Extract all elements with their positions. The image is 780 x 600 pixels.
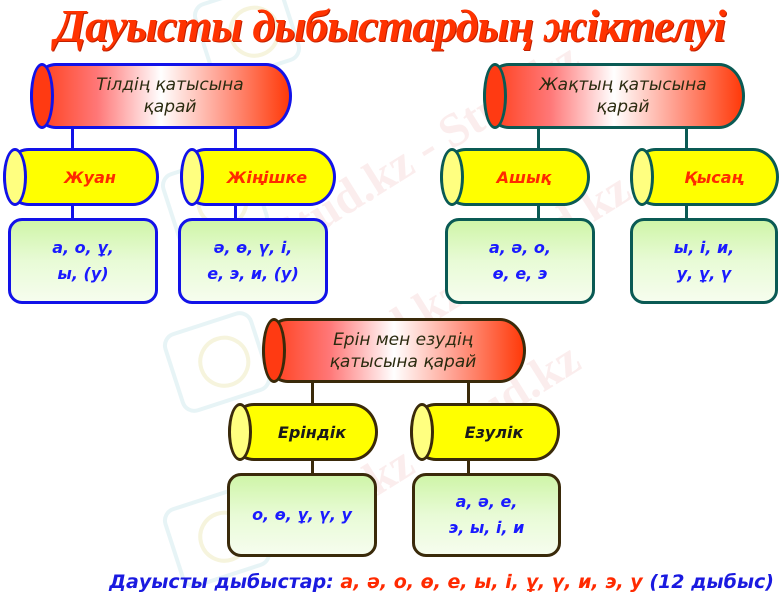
category-label-line1: Жақтың қатысына: [539, 75, 707, 95]
subcategory-label: Жіңішке: [226, 167, 308, 187]
vowels-box-back: а, о, ұ, ы, (у): [8, 218, 158, 304]
vowels-line: о, ө, ұ, ү, у: [252, 505, 352, 524]
summary-count: (12 дыбыс): [649, 571, 774, 593]
cylinder-cap: [483, 63, 507, 129]
category-tongue: Тілдің қатысына қарай: [30, 63, 292, 129]
summary-line: Дауысты дыбыстар: а, ә, о, ө, е, ы, і, ұ…: [0, 568, 780, 596]
category-label-line1: Тілдің қатысына: [96, 75, 244, 95]
connector-line: [311, 380, 314, 405]
vowels-line: ө, е, э: [492, 264, 548, 283]
cylinder-cap: [228, 403, 252, 461]
vowels-line: э, ы, і, и: [448, 518, 525, 537]
cylinder-cap: [630, 148, 654, 206]
connector-line: [71, 203, 74, 220]
connector-line: [467, 380, 470, 405]
subcategory-label: Еріндік: [277, 422, 347, 442]
vowels-line: а, ә, о,: [488, 238, 551, 257]
category-label-line2: қатысына қарай: [329, 351, 477, 372]
connector-line: [537, 126, 540, 150]
subcategory-nonlabial: Езулік: [410, 403, 560, 461]
subcategory-labial: Еріндік: [228, 403, 378, 461]
category-label-line1: Ерін мен езудің: [333, 329, 473, 350]
vowels-line: е, э, и, (у): [207, 264, 299, 283]
cylinder-cap: [3, 148, 27, 206]
vowels-box-close: ы, і, и, у, ұ, ү: [630, 218, 778, 304]
subcategory-back: Жуан: [3, 148, 159, 206]
category-label: Жақтың қатысына қарай: [521, 74, 706, 118]
connector-line: [467, 458, 470, 475]
vowels-line: у, ұ, ү: [676, 264, 732, 283]
cylinder-cap: [410, 403, 434, 461]
vowels-box-nonlabial: а, ә, е, э, ы, і, и: [412, 473, 561, 557]
vowels-line: а, о, ұ,: [52, 238, 114, 257]
cylinder-cap: [180, 148, 204, 206]
subcategory-front: Жіңішке: [180, 148, 336, 206]
connector-line: [537, 203, 540, 220]
category-lips: Ерін мен езудің қатысына қарай: [262, 318, 526, 383]
connector-line: [71, 126, 74, 150]
category-label: Ерін мен езудің қатысына қарай: [312, 329, 477, 373]
subcategory-label: Езулік: [464, 422, 524, 442]
category-label-line2: қарай: [596, 97, 650, 117]
page-title: Дауысты дыбыстардың жіктелуі: [54, 0, 727, 51]
vowels-line: ы, (у): [57, 264, 109, 283]
subcategory-open: Ашық: [440, 148, 590, 206]
cylinder-cap: [30, 63, 54, 129]
connector-line: [234, 126, 237, 150]
vowels-line: ә, ө, ү, і,: [213, 238, 293, 257]
category-label-line2: қарай: [143, 97, 197, 117]
category-jaw: Жақтың қатысына қарай: [483, 63, 745, 129]
connector-line: [234, 203, 237, 220]
subcategory-label: Қысаң: [684, 167, 743, 187]
subcategory-label: Ашық: [496, 167, 552, 187]
vowels-box-labial: о, ө, ұ, ү, у: [227, 473, 377, 557]
subcategory-close: Қысаң: [630, 148, 779, 206]
connector-line: [685, 126, 688, 150]
cylinder-cap: [440, 148, 464, 206]
vowels-box-front: ә, ө, ү, і, е, э, и, (у): [178, 218, 328, 304]
connector-line: [685, 203, 688, 220]
subcategory-label: Жуан: [64, 167, 116, 187]
vowels-line: а, ә, е,: [455, 492, 518, 511]
connector-line: [311, 458, 314, 475]
watermark-logo-icon: [159, 307, 275, 417]
summary-vowels: а, ә, о, ө, е, ы, і, ұ, ү, и, э, у: [340, 571, 643, 593]
category-label: Тілдің қатысына қарай: [78, 74, 243, 118]
summary-label: Дауысты дыбыстар:: [109, 571, 334, 593]
vowels-box-open: а, ә, о, ө, е, э: [445, 218, 595, 304]
cylinder-cap: [262, 318, 286, 383]
vowels-line: ы, і, и,: [673, 238, 735, 257]
